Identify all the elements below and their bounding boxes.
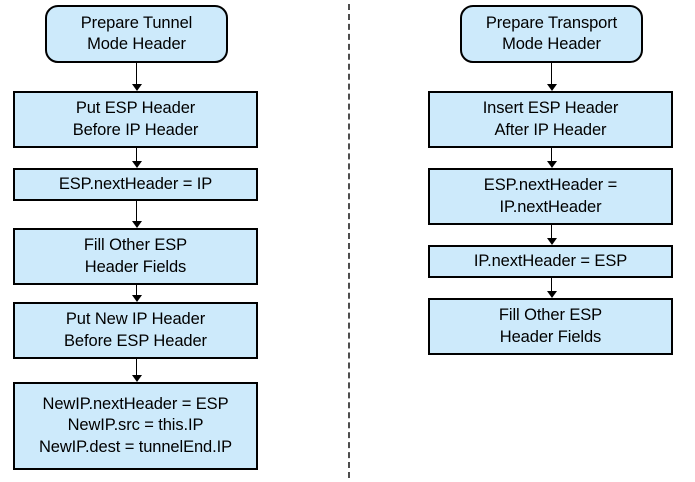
transport-arrow-1 [551,63,552,85]
tunnel-arrow-5-arrowhead-icon [131,375,142,382]
transport-arrow-2-arrowhead-icon [546,161,557,168]
tunnel-arrow-4 [136,285,137,296]
tunnel-arrow-1 [136,63,137,85]
tunnel-arrow-3-arrowhead-icon [131,221,142,228]
transport-step-1-line-2: After IP Header [494,120,607,139]
transport-arrow-2 [551,148,552,162]
tunnel-step-1-line-2: Before IP Header [72,120,199,139]
tunnel-step-5-line-2: NewIP.src = this.IP [67,416,204,435]
transport-arrow-1-arrowhead-icon [546,84,557,91]
tunnel-step-5-line-1: NewIP.nextHeader = ESP [42,394,229,413]
tunnel-step-3[interactable]: Fill Other ESP Header Fields [13,228,258,285]
transport-start-line-1: Prepare Transport [485,13,618,32]
tunnel-arrow-2 [136,148,137,162]
tunnel-step-3-line-1: Fill Other ESP [83,236,188,255]
tunnel-arrow-2-arrowhead-icon [131,161,142,168]
vertical-dashed-divider [348,4,350,478]
transport-arrow-4-arrowhead-icon [546,291,557,298]
transport-step-1-line-1: Insert ESP Header [482,99,619,118]
tunnel-step-5[interactable]: NewIP.nextHeader = ESP NewIP.src = this.I… [13,382,258,470]
transport-step-2-line-1: ESP.nextHeader = [483,176,618,195]
transport-arrow-4 [551,278,552,292]
tunnel-arrow-3 [136,201,137,222]
transport-step-2[interactable]: ESP.nextHeader = IP.nextHeader [428,168,673,225]
transport-start-line-2: Mode Header [502,35,601,53]
transport-step-4-line-1: Fill Other ESP [498,306,603,325]
transport-step-2-line-2: IP.nextHeader [499,197,602,216]
tunnel-arrow-4-arrowhead-icon [131,295,142,302]
transport-step-3[interactable]: IP.nextHeader = ESP [428,245,673,278]
tunnel-arrow-5 [136,359,137,376]
tunnel-step-3-line-2: Header Fields [84,257,187,276]
tunnel-step-2-line-1: ESP.nextHeader = IP [58,174,213,193]
tunnel-step-4-line-1: Put New IP Header [65,310,206,329]
transport-step-3-line-1: IP.nextHeader = ESP [473,251,628,270]
transport-step-4[interactable]: Fill Other ESP Header Fields [428,298,673,355]
tunnel-arrow-1-arrowhead-icon [131,84,142,91]
tunnel-step-2[interactable]: ESP.nextHeader = IP [13,168,258,201]
tunnel-step-5-line-3: NewIP.dest = tunnelEnd.IP [38,437,233,456]
tunnel-step-4-line-2: Before ESP Header [64,331,207,350]
tunnel-start-line-2: Mode Header [87,35,186,53]
tunnel-start-line-1: Prepare Tunnel [80,13,193,32]
transport-arrow-3 [551,225,552,239]
tunnel-step-1-line-1: Put ESP Header [75,99,196,118]
transport-step-4-line-2: Header Fields [499,327,602,346]
transport-arrow-3-arrowhead-icon [546,238,557,245]
